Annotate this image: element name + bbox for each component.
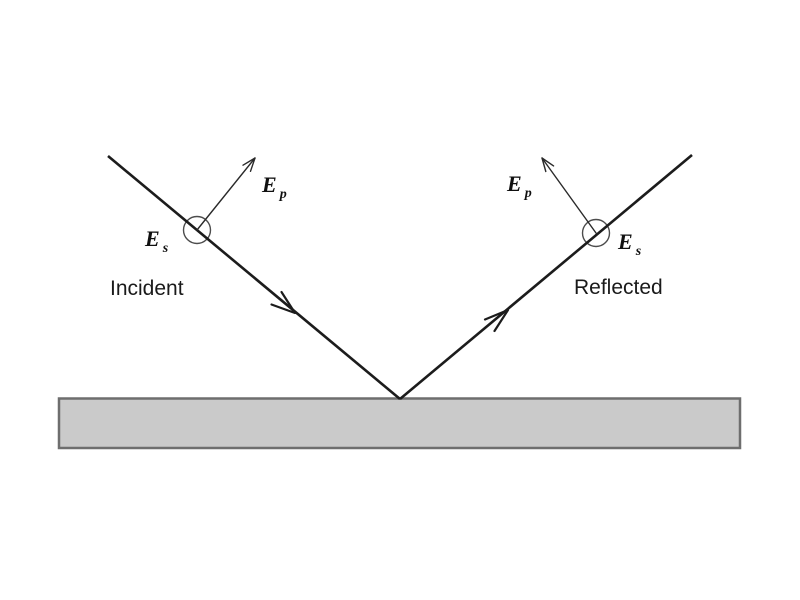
- reflected-ep-arrow-icon: [541, 157, 597, 234]
- reflected-es-subscript: s: [635, 244, 642, 259]
- incident-ep-arrow-icon: [196, 157, 256, 231]
- reflected-label: Reflected: [574, 276, 663, 299]
- reflected-ep-symbol: E: [506, 171, 522, 196]
- incident-ep-symbol: E: [261, 172, 277, 197]
- incident-es-subscript: s: [162, 241, 169, 256]
- incident-ray-line: [107, 155, 401, 400]
- incident-ray-arrowhead-icon: [270, 290, 297, 315]
- reflected-es-symbol: E: [617, 229, 633, 254]
- incident-label: Incident: [110, 277, 184, 300]
- incident-es-circle-icon: [182, 215, 212, 245]
- reflected-es-circle-icon: [581, 218, 611, 248]
- reflecting-surface-bar: [57, 397, 742, 450]
- reflected-ep-subscript: p: [524, 186, 532, 201]
- incident-ep-subscript: p: [279, 187, 287, 202]
- reflected-ray-arrowhead-icon: [483, 308, 510, 333]
- incident-es-symbol: E: [144, 226, 160, 251]
- reflected-ray-line: [399, 154, 693, 400]
